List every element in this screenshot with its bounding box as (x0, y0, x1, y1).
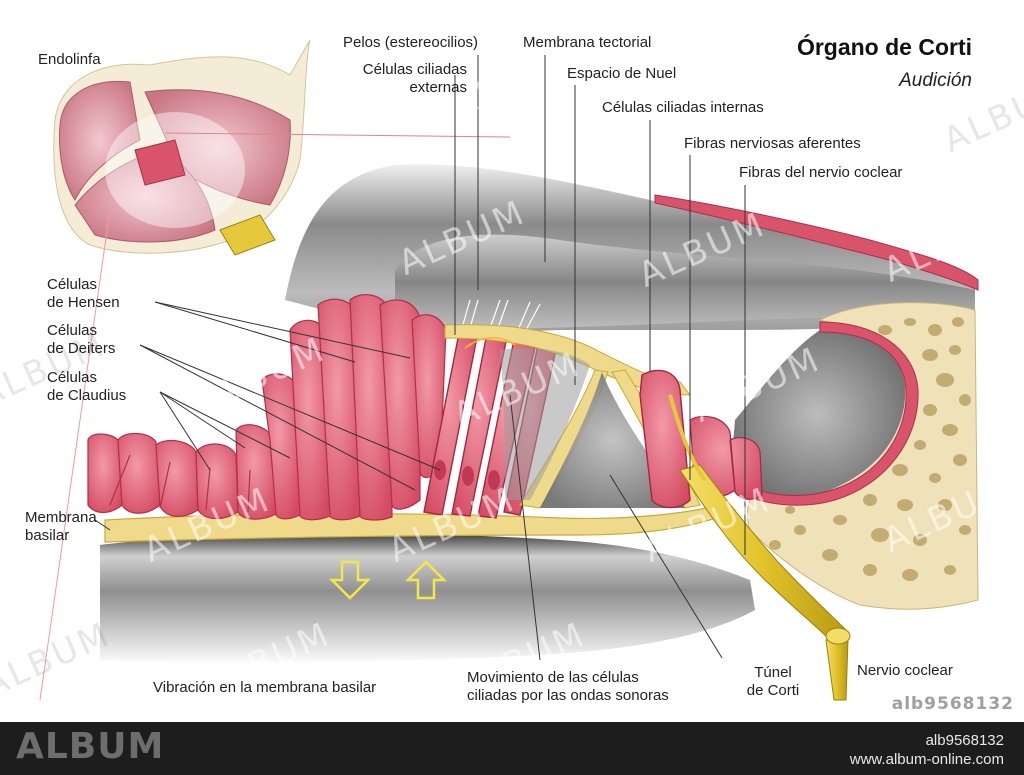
label-deiters: Células de Deiters (47, 322, 115, 358)
nerve-trunk (825, 639, 849, 701)
inner-sulcus-space (730, 330, 906, 499)
label-line: de Claudius (47, 387, 127, 404)
image-id-watermark: alb9568132 (891, 694, 1014, 714)
label-claudius: Células de Claudius (47, 369, 126, 405)
reissner-membrane-rim (654, 194, 979, 291)
stereocilia (461, 299, 681, 376)
label-pelos: Pelos (estereocilios) (343, 34, 479, 51)
hair-movement-arrows (464, 337, 516, 349)
footer-url-link[interactable]: www.album-online.com (849, 751, 1004, 768)
nuel-space (500, 348, 590, 500)
label-hensen: Células de Hensen (47, 276, 120, 312)
outer-hair-cell-nuclei (434, 460, 500, 490)
label-fibras-coclear: Fibras del nervio coclear (739, 164, 903, 181)
arrow-down-icon (328, 560, 372, 600)
label-nervio-coclear: Nervio coclear (857, 662, 953, 679)
diagram-subtitle: Audición (899, 70, 972, 91)
label-line: ciliadas por las ondas sonoras (467, 687, 669, 704)
vibration-arrows (328, 560, 448, 600)
support-cells (87, 294, 447, 521)
label-line: Células (47, 369, 98, 386)
label-movimiento: Movimiento de las células ciliadas por l… (467, 669, 669, 705)
label-celulas-externas: Células ciliadas externas (337, 61, 467, 97)
afferent-fibers (668, 394, 707, 482)
label-membrana-basilar: Membrana basilar (25, 509, 97, 545)
bone-pores (769, 317, 971, 581)
label-line: Túnel (754, 664, 792, 681)
footer-bar: ALBUM alb9568132 www.album-online.com (0, 722, 1024, 775)
label-line: basilar (25, 527, 70, 544)
inner-hair-cell (639, 369, 691, 509)
diagram-title: Órgano de Corti (796, 34, 972, 60)
tectorial-membrane (395, 234, 975, 330)
organ-of-corti-illustration (39, 39, 979, 701)
label-line: externas (409, 79, 467, 96)
label-line: Células (47, 322, 98, 339)
label-line: Células ciliadas (362, 61, 467, 78)
label-celulas-internas: Células ciliadas internas (602, 99, 764, 116)
label-espacio-nuel: Espacio de Nuel (567, 65, 677, 82)
label-line: Movimiento de las células (467, 669, 639, 686)
label-tunel-corti: Túnel de Corti (733, 664, 813, 700)
nerve-cross-section (825, 627, 851, 645)
label-line: de Hensen (47, 294, 120, 311)
label-line: de Corti (746, 682, 800, 699)
cochlea-inset (39, 39, 511, 701)
label-line: de Deiters (47, 340, 116, 357)
arrow-up-icon (404, 560, 448, 600)
label-line: Células (47, 276, 98, 293)
label-fibras-aferentes: Fibras nerviosas aferentes (684, 135, 861, 152)
label-vibracion: Vibración en la membrana basilar (153, 679, 377, 696)
label-line: Membrana (25, 509, 97, 526)
illustration-area: ALBUM ALBUM ALBUM ALBUM ALBUM ALBUM ALBU… (0, 34, 1024, 714)
label-endolinfa: Endolinfa (38, 51, 101, 68)
brand-logo[interactable]: ALBUM (16, 726, 165, 767)
label-membrana-tectorial: Membrana tectorial (523, 34, 652, 51)
footer-image-id: alb9568132 (925, 732, 1004, 749)
leader-lines (94, 55, 746, 661)
